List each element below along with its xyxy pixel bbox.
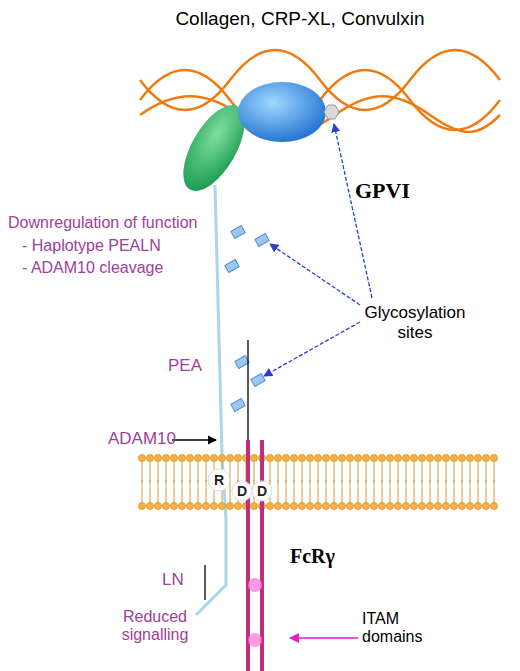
fcr-gamma-chains — [248, 440, 262, 671]
annotation: - Haplotype PEALN — [22, 237, 242, 255]
residue-letter: D — [251, 480, 273, 502]
residue-letter: D — [231, 480, 253, 502]
annotation: Downregulation of function — [8, 214, 248, 232]
receptor-name: FcRγ — [290, 545, 370, 568]
cleavage-site: ADAM10 — [108, 429, 178, 449]
binding-site — [324, 105, 339, 119]
region-name: PEA — [168, 356, 218, 376]
itam-marks — [248, 578, 262, 647]
annotation: Reduced signalling — [100, 608, 210, 645]
residue-letter: R — [207, 468, 231, 492]
residue-circle: R — [207, 468, 231, 492]
glycosylation-marks — [225, 226, 269, 412]
pea-bracket — [247, 340, 248, 445]
itam-pointer — [290, 637, 358, 639]
callout-text: Glycosylation sites — [355, 303, 475, 342]
adam10-pointer — [172, 439, 216, 440]
residue-circle: D — [231, 480, 253, 502]
gpvi-stalk — [196, 185, 226, 615]
glycosylation-leaders — [264, 124, 372, 376]
lipid-bilayer — [138, 454, 497, 509]
d2-domain — [238, 82, 326, 142]
callout-text: ITAM domains — [362, 610, 442, 647]
ligand-title: Collagen, CRP-XL, Convulxin — [150, 8, 450, 30]
receptor-name: GPVI — [355, 178, 435, 203]
annotation: - ADAM10 cleavage — [22, 259, 242, 277]
residue-circle: D — [251, 480, 273, 502]
region-name: LN — [162, 570, 202, 590]
ln-bracket — [204, 565, 205, 600]
